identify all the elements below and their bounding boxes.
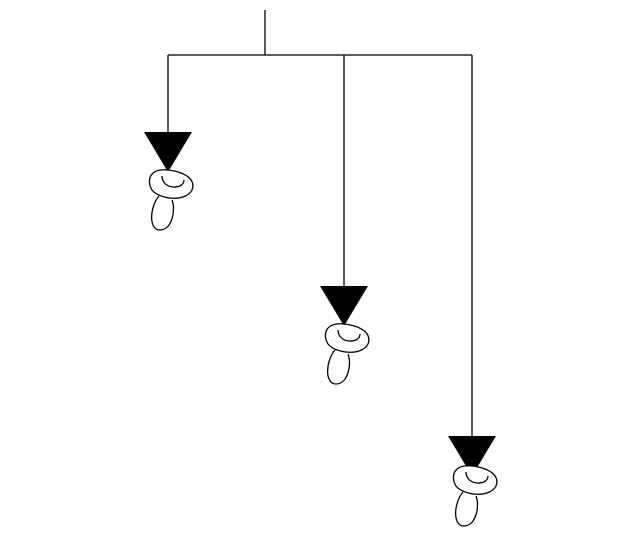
branch-middle-ornament-icon	[324, 323, 370, 385]
branch-right	[448, 55, 498, 527]
branch-left-ornament-icon	[148, 169, 194, 231]
branch-right-ornament-icon	[452, 465, 498, 527]
branch-right-arrowhead	[448, 436, 496, 476]
branch-left	[144, 55, 194, 231]
branch-middle	[320, 55, 370, 385]
branch-middle-arrowhead	[320, 286, 368, 326]
branch-left-arrowhead	[144, 132, 192, 172]
